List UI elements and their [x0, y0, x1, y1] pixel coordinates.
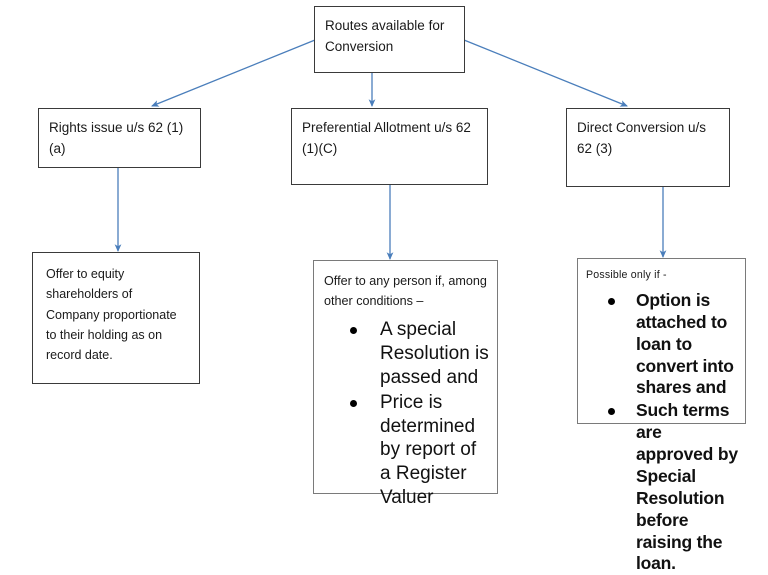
list-item: Option is attached to loan to convert in… [586, 290, 739, 399]
node-preferential-allotment-detail-bullets: A special Resolution is passed and Price… [324, 318, 489, 511]
node-rights-issue[interactable]: Rights issue u/s 62 (1) (a) [38, 108, 201, 168]
node-preferential-allotment-detail[interactable]: Offer to any person if, among other cond… [313, 260, 498, 508]
node-preferential-allotment-label: Preferential Allotment u/s 62 (1)(C) [302, 120, 475, 156]
node-routes-available[interactable]: Routes available for Conversion [314, 6, 465, 73]
node-direct-conversion-detail-intro: Possible only if - [586, 269, 667, 281]
node-preferential-allotment[interactable]: Preferential Allotment u/s 62 (1)(C) [291, 108, 488, 185]
node-preferential-allotment-detail-intro: Offer to any person if, among other cond… [324, 274, 491, 309]
connector-top-to-direct [463, 39, 628, 107]
node-rights-issue-detail-label: Offer to equity shareholders of Company … [46, 267, 181, 362]
node-routes-available-label: Routes available for Conversion [325, 18, 449, 54]
node-rights-issue-detail[interactable]: Offer to equity shareholders of Company … [32, 252, 200, 384]
list-item: Price is determined by report of a Regis… [324, 391, 489, 511]
node-direct-conversion-detail[interactable]: Possible only if - Option is attached to… [577, 258, 746, 573]
flowchart-canvas: Routes available for Conversion Rights i… [32, 6, 746, 573]
connector-top-to-rights-issue [151, 39, 316, 107]
node-rights-issue-label: Rights issue u/s 62 (1) (a) [49, 120, 188, 156]
node-direct-conversion-label: Direct Conversion u/s 62 (3) [577, 120, 710, 156]
node-direct-conversion[interactable]: Direct Conversion u/s 62 (3) [566, 108, 730, 187]
node-direct-conversion-detail-bullets: Option is attached to loan to convert in… [586, 290, 739, 575]
list-item: Such terms are approved by Special Resol… [586, 400, 739, 575]
list-item: A special Resolution is passed and [324, 318, 489, 390]
